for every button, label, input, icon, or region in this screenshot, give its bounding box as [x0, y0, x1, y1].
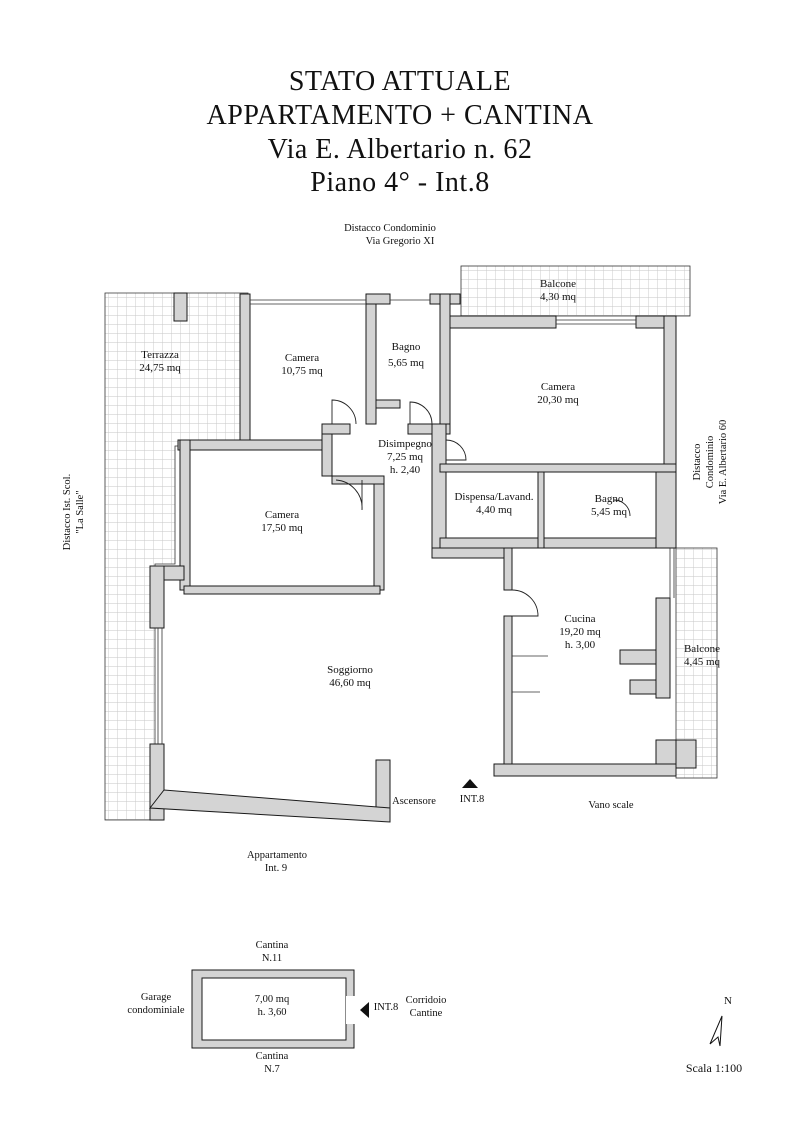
north-balcony-area	[460, 265, 691, 317]
cantina-south-1: Cantina	[256, 1051, 289, 1062]
cantina-west-2: condominiale	[127, 1005, 184, 1016]
soggiorno-area: 46,60 mq	[329, 677, 371, 689]
north-arrow-icon	[709, 1015, 723, 1047]
cantina-north-1: Cantina	[256, 940, 289, 951]
bagno2-area: 5,45 mq	[591, 506, 628, 518]
cantina-plan	[191, 969, 369, 1049]
walls	[149, 292, 697, 823]
south-label-1: Appartamento	[247, 850, 307, 861]
cantina-height: h. 3,60	[258, 1007, 287, 1018]
balcone-e-area: 4,45 mq	[684, 656, 721, 668]
ascensore-label: Ascensore	[392, 796, 436, 807]
cantina-west-1: Garage	[141, 992, 172, 1003]
balcone-n-name: Balcone	[540, 278, 576, 290]
balcone-e-name: Balcone	[684, 643, 720, 655]
bagno2-name: Bagno	[595, 493, 624, 505]
east-label-1: Distacco	[692, 444, 703, 481]
title-line-1: STATO ATTUALE	[288, 66, 512, 97]
dispensa-area: 4,40 mq	[476, 504, 513, 516]
disimpegno-height: h. 2,40	[390, 464, 421, 476]
bagno1-name: Bagno	[392, 341, 421, 353]
north-label-2: Via Gregorio XI	[366, 236, 435, 247]
cantina-area: 7,00 mq	[255, 994, 290, 1005]
east-label-3: Via E. Albertario 60	[718, 420, 729, 505]
windows	[157, 299, 675, 744]
terrazza-area: 24,75 mq	[139, 362, 181, 374]
title-line-2: APPARTAMENTO + CANTINA	[206, 100, 594, 131]
west-label-1: Distacco Ist. Scol.	[62, 474, 73, 550]
cantina-entrance-label: INT.8	[374, 1002, 399, 1013]
doors	[331, 399, 631, 617]
entrance-arrow	[462, 779, 478, 788]
terrazza-name: Terrazza	[141, 349, 179, 361]
cucina-name: Cucina	[564, 613, 595, 625]
cucina-height: h. 3,00	[565, 639, 596, 651]
balcone-n-area: 4,30 mq	[540, 291, 577, 303]
east-label-2: Condominio	[705, 436, 716, 489]
bagno1-area: 5,65 mq	[388, 357, 425, 369]
cantina-south-2: N.7	[264, 1064, 279, 1075]
camera3-area: 17,50 mq	[261, 522, 303, 534]
camera2-name: Camera	[541, 381, 575, 393]
camera1-area: 10,75 mq	[281, 365, 323, 377]
west-label-2: "La Salle"	[75, 490, 86, 533]
disimpegno-area: 7,25 mq	[387, 451, 424, 463]
cantina-east-2: Cantine	[410, 1008, 443, 1019]
soggiorno-name: Soggiorno	[327, 664, 373, 676]
vano-scale-label: Vano scale	[588, 800, 634, 811]
camera3-name: Camera	[265, 509, 299, 521]
disimpegno-name: Disimpegno	[378, 438, 432, 450]
north-label: N	[724, 995, 732, 1007]
north-label-1: Distacco Condominio	[344, 223, 436, 234]
title-line-4: Piano 4° - Int.8	[310, 167, 490, 198]
cantina-east-1: Corridoio	[406, 995, 447, 1006]
south-label-2: Int. 9	[265, 863, 287, 874]
dispensa-name: Dispensa/Lavand.	[454, 491, 533, 503]
cucina-area: 19,20 mq	[559, 626, 601, 638]
camera1-name: Camera	[285, 352, 319, 364]
camera2-area: 20,30 mq	[537, 394, 579, 406]
cantina-entrance-arrow	[360, 1002, 369, 1018]
title-line-3: Via E. Albertario n. 62	[267, 134, 533, 165]
scale-label: Scala 1:100	[686, 1061, 742, 1075]
entrance-label: INT.8	[460, 794, 485, 805]
cantina-north-2: N.11	[262, 953, 282, 964]
